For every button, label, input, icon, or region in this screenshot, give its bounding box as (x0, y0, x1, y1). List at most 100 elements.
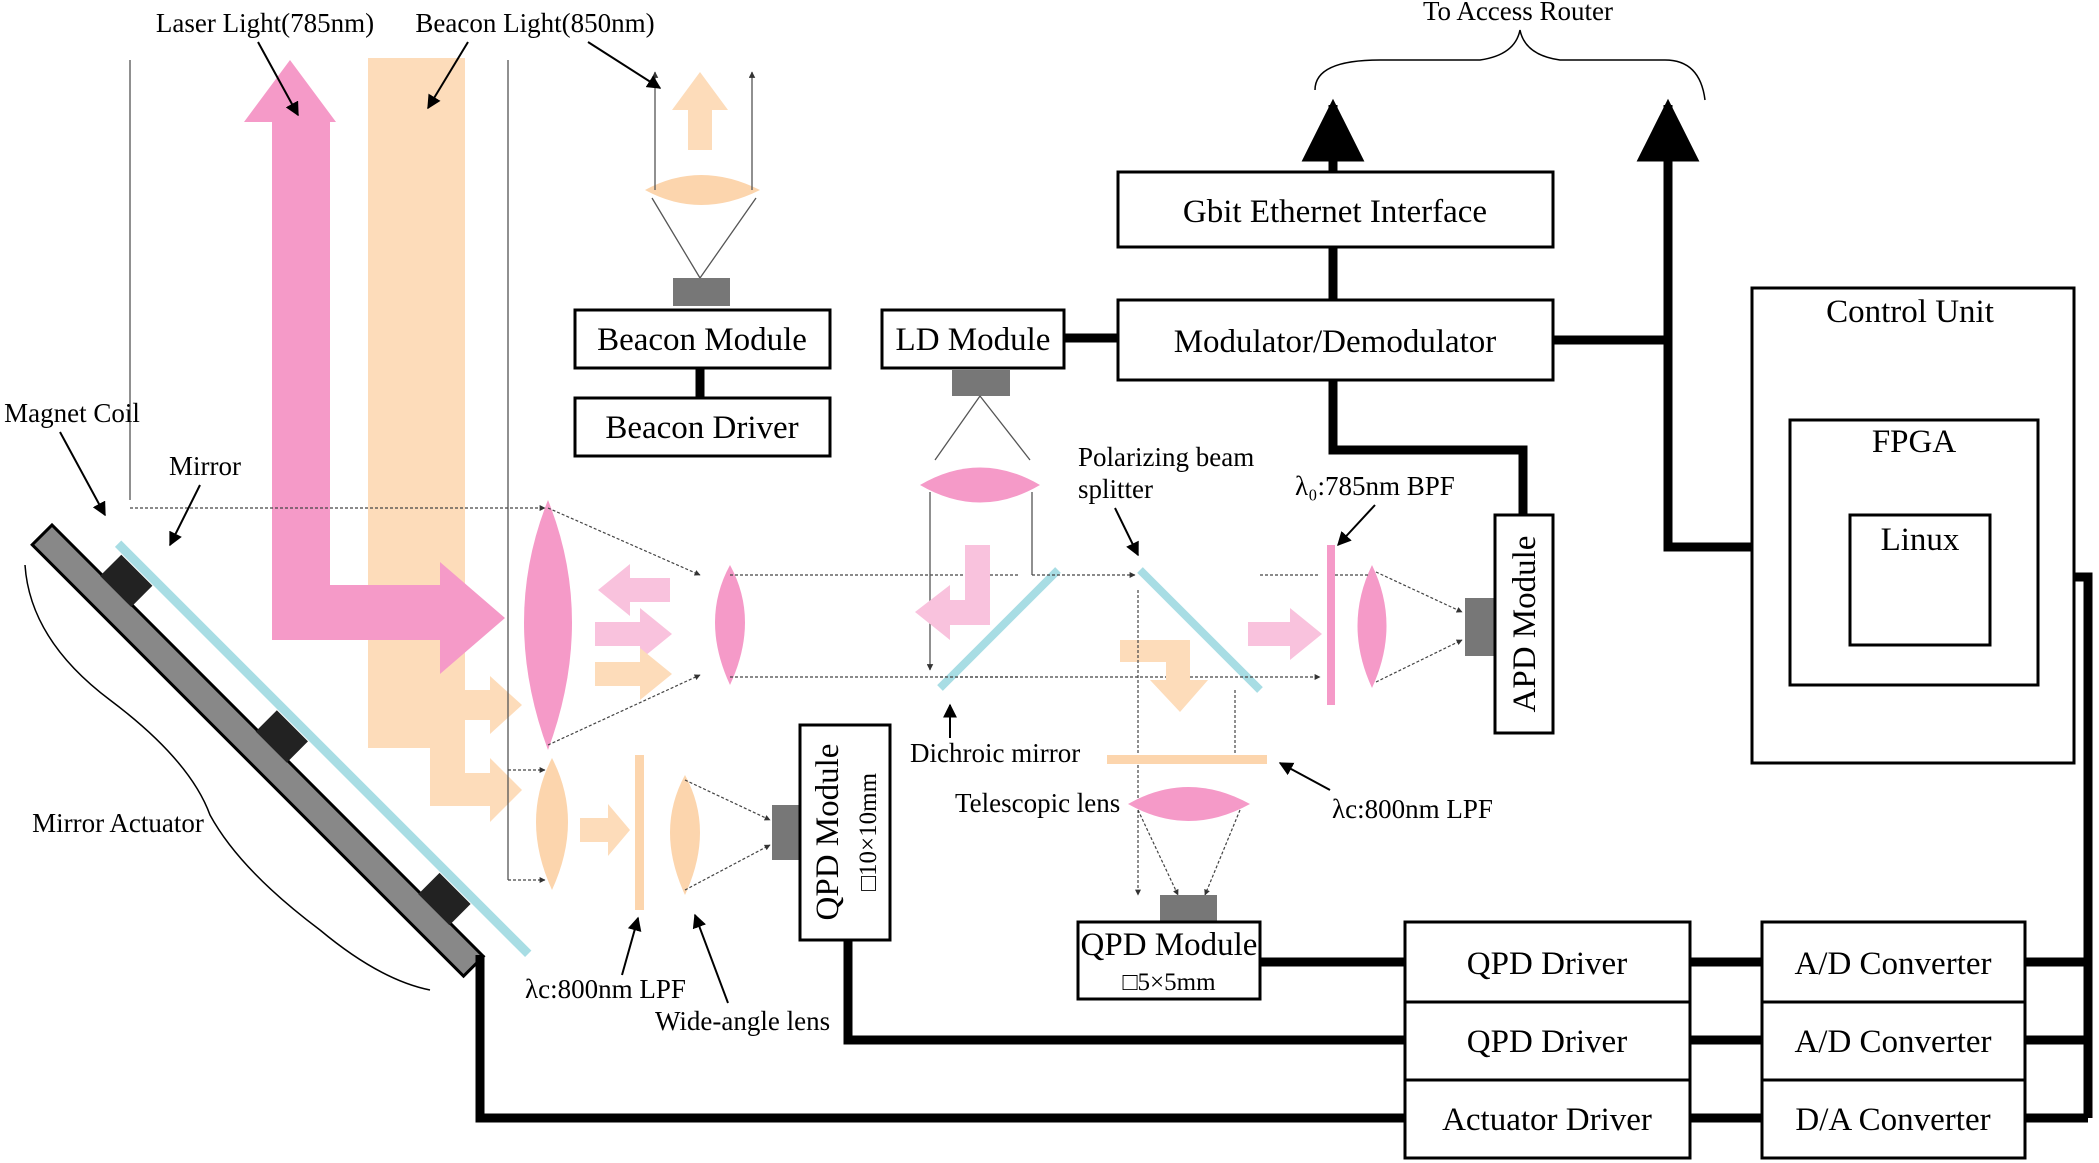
lpf-left-pointer (621, 916, 642, 976)
ld-ray-r (979, 395, 1031, 461)
ad-converter-2-box (1760, 1000, 2027, 1082)
telescopic-lens (1128, 787, 1250, 821)
qpd-module-small-box (1076, 920, 1262, 1001)
magnet-coil-pointer (59, 431, 106, 517)
da-converter-label: D/A Converter (1795, 1102, 1990, 1138)
ld-module-box (880, 308, 1066, 370)
bpf-filter (1327, 545, 1335, 705)
beacon-return-arrow-1 (465, 676, 522, 734)
beacon-turn-arrow (430, 740, 465, 773)
ray-8 (684, 779, 771, 821)
access-router-brace (1314, 29, 1706, 101)
modulator-label: Modulator/Demodulator (1174, 324, 1497, 360)
ray-4 (547, 507, 701, 576)
control-unit-label: Control Unit (1826, 294, 1994, 330)
laser-beam-arrow (244, 60, 505, 674)
linux-label: Linux (1881, 522, 1960, 558)
actuator-driver-box (1403, 1078, 1692, 1160)
actuator-driver-label: Actuator Driver (1442, 1102, 1652, 1138)
to-access-router-label: To Access Router (1423, 0, 1613, 26)
qpd-driver-1-box (1403, 920, 1692, 1004)
magnet-coil-1 (100, 554, 153, 608)
beacon-module-pointer (587, 41, 662, 89)
ld-module-label: LD Module (896, 322, 1051, 358)
beacon-light-label: Beacon Light(850nm) (415, 8, 654, 38)
laser-light-label: Laser Light(785nm) (156, 8, 374, 38)
mirror-actuator-label: Mirror Actuator (32, 808, 204, 838)
qpd-driver-2-box (1403, 1000, 1692, 1082)
pbs-label-1: Polarizing beam (1078, 442, 1254, 472)
wide-angle-lens-label: Wide-angle lens (655, 1006, 830, 1036)
qpd-driver-1-label: QPD Driver (1467, 946, 1627, 982)
beacon-driver-box (573, 396, 832, 458)
qpd-driver-2-label: QPD Driver (1467, 1024, 1627, 1060)
bpf-pointer (1337, 504, 1376, 547)
ray-9 (684, 844, 771, 891)
front-lens-large (524, 500, 572, 750)
gbit-ethernet-box (1116, 170, 1555, 249)
qpd-small-sensor (1160, 895, 1217, 923)
beacon-src-l (651, 197, 701, 279)
ld-ray-l (934, 395, 981, 461)
beacon-module-box (573, 308, 832, 370)
mirror-pointer (169, 484, 201, 547)
wide-angle-lens-pointer (692, 913, 729, 1004)
magnet-coil-3 (418, 872, 471, 926)
ad-converter-1-box (1760, 920, 2027, 1004)
wide-angle-lens (670, 775, 700, 895)
qpd-module-large-label: QPD Module (810, 744, 846, 921)
qpd-module-large-box (798, 723, 892, 942)
pbs-label-2: splitter (1078, 474, 1153, 504)
ray-18 (1375, 639, 1463, 683)
beacon-fwd-arrow-2 (580, 804, 630, 856)
bus-qpdlarge-driver (843, 940, 1405, 1045)
lpf-filter-right (1107, 755, 1267, 764)
beacon-down-arrow (1120, 640, 1208, 712)
ld-turn-arrow (915, 545, 990, 640)
ad-converter-1-label: A/D Converter (1794, 946, 1991, 982)
bus-to-fpga (1663, 340, 1790, 552)
beacon-fwd-arrow-1 (595, 648, 672, 700)
linux-box (1848, 513, 1992, 647)
fpga-label: FPGA (1872, 424, 1957, 460)
laser-to-apd-arrow (1248, 608, 1322, 660)
qpd-large-sensor (772, 805, 800, 860)
dichroic-mirror (937, 567, 1061, 691)
collimating-lens (715, 565, 745, 685)
magnet-coil-label: Magnet Coil (4, 398, 140, 428)
beacon-light-pointer (427, 41, 469, 110)
bus-actuator-driver (475, 955, 1405, 1123)
apd-lens (1357, 565, 1387, 688)
ray-20 (1204, 809, 1241, 896)
apd-module-box (1493, 513, 1555, 735)
front-lens-small (536, 758, 568, 890)
ray-5 (547, 674, 701, 746)
laser-fwd-arrow-1 (595, 608, 672, 660)
mirror-actuator (30, 522, 532, 979)
beacon-driver-label: Beacon Driver (605, 410, 798, 446)
laser-light-pointer (257, 41, 299, 117)
dichroic-mirror-label: Dichroic mirror (910, 738, 1080, 768)
beacon-return-arrow-2 (430, 758, 522, 822)
apd-sensor (1465, 598, 1495, 656)
magnet-coil-2 (255, 710, 308, 763)
mirror-surface (114, 540, 532, 958)
qpd-module-large-size: □10×10mm (855, 772, 882, 891)
beacon-module-label: Beacon Module (597, 322, 807, 358)
lpf-right-pointer (1278, 762, 1331, 791)
actuator-brace (24, 564, 431, 991)
apd-module-label: APD Module (1507, 536, 1543, 713)
ray-17 (1375, 571, 1463, 613)
laser-back-arrow (598, 564, 670, 616)
bus-mod-apd (1328, 380, 1528, 515)
bpf-label: λ₀:785nm BPF (1295, 471, 1455, 501)
da-converter-box (1760, 1078, 2027, 1160)
mirror-label: Mirror (169, 451, 241, 481)
qpd-module-small-label: QPD Module (1081, 927, 1258, 963)
ld-emitter (952, 370, 1010, 396)
pbs-pointer (1114, 507, 1139, 557)
beacon-lens (645, 175, 760, 205)
polarizing-beam-splitter (1137, 567, 1263, 693)
gbit-ethernet-label: Gbit Ethernet Interface (1183, 194, 1487, 230)
